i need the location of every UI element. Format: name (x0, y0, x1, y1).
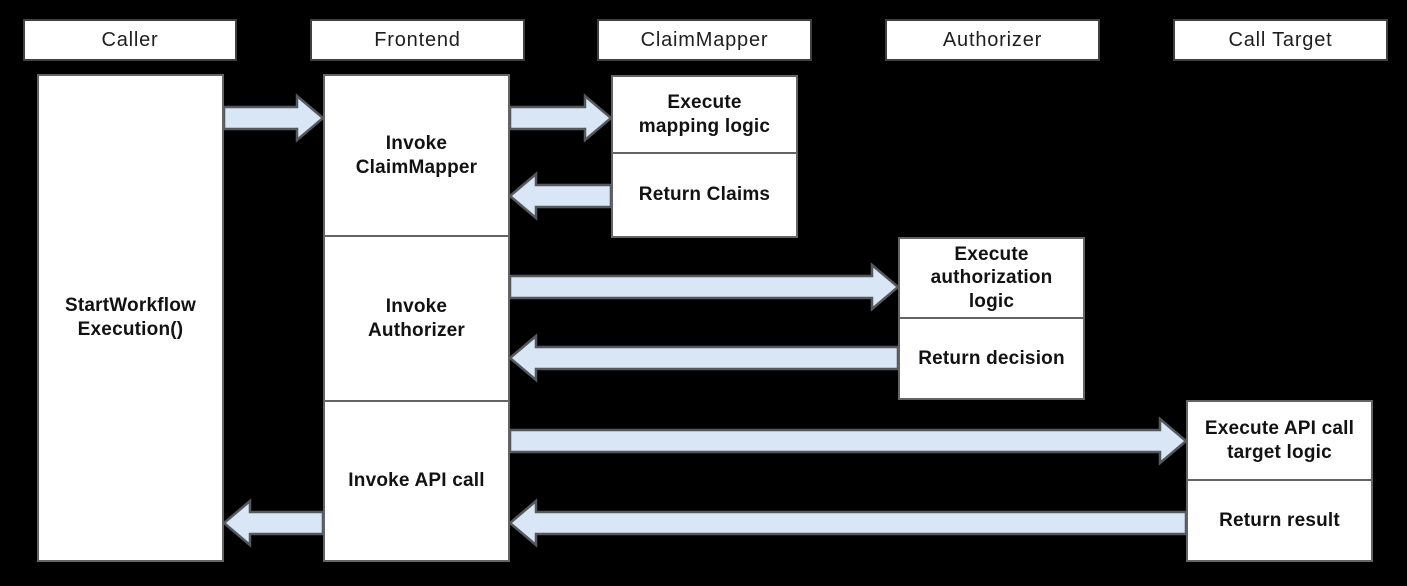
step-box-execute-mapping-logic-label: Execute mapping logic (638, 91, 771, 137)
lane-header-calltarget-label: Call Target (1228, 28, 1333, 51)
step-box-return-claims: Return Claims (611, 152, 798, 238)
arrow-calltarget-return-to-frontend-icon (508, 498, 1188, 548)
step-box-execute-authorization-logic-label: Execute authorization logic (930, 243, 1053, 312)
step-box-invoke-claimmapper: Invoke ClaimMapper (323, 74, 510, 237)
step-box-invoke-api-call: Invoke API call (323, 400, 510, 562)
lane-header-authorizer-label: Authorizer (942, 28, 1043, 51)
arrow-frontend-to-calltarget-icon (508, 416, 1188, 466)
step-box-execute-api-call-target-logic: Execute API call target logic (1186, 400, 1373, 481)
arrow-frontend-to-authorizer-icon (508, 262, 900, 312)
arrow-authorizer-return-to-frontend-icon (508, 333, 900, 383)
step-box-invoke-api-call-label: Invoke API call (348, 470, 485, 492)
lane-header-frontend: Frontend (310, 19, 525, 61)
step-box-invoke-claimmapper-label: Invoke ClaimMapper (355, 132, 478, 178)
lane-header-frontend-label: Frontend (374, 28, 461, 51)
activation-box-caller: StartWorkflow Execution() (37, 74, 224, 562)
lane-header-claimmapper-label: ClaimMapper (640, 28, 769, 51)
step-box-execute-authorization-logic: Execute authorization logic (898, 237, 1085, 319)
step-box-return-decision: Return decision (898, 317, 1085, 400)
lane-header-caller: Caller (23, 19, 237, 61)
step-box-invoke-authorizer: Invoke Authorizer (323, 235, 510, 402)
arrow-frontend-to-claimmapper-icon (508, 93, 613, 143)
lane-header-caller-label: Caller (101, 28, 159, 51)
arrow-caller-to-frontend-icon (222, 93, 325, 143)
lane-header-claimmapper: ClaimMapper (597, 19, 812, 61)
step-box-return-result: Return result (1186, 479, 1373, 562)
lane-header-authorizer: Authorizer (885, 19, 1100, 61)
step-box-execute-api-call-target-logic-label: Execute API call target logic (1204, 417, 1355, 463)
lane-header-calltarget: Call Target (1173, 19, 1388, 61)
step-box-invoke-authorizer-label: Invoke Authorizer (368, 295, 465, 341)
step-box-execute-mapping-logic: Execute mapping logic (611, 75, 798, 154)
step-box-return-decision-label: Return decision (918, 347, 1065, 369)
arrow-claimmapper-return-to-frontend-icon (508, 171, 613, 221)
activation-box-caller-label: StartWorkflow Execution() (64, 295, 197, 340)
arrow-frontend-return-to-caller-icon (222, 498, 325, 548)
step-box-return-claims-label: Return Claims (638, 184, 771, 206)
step-box-return-result-label: Return result (1219, 509, 1340, 531)
